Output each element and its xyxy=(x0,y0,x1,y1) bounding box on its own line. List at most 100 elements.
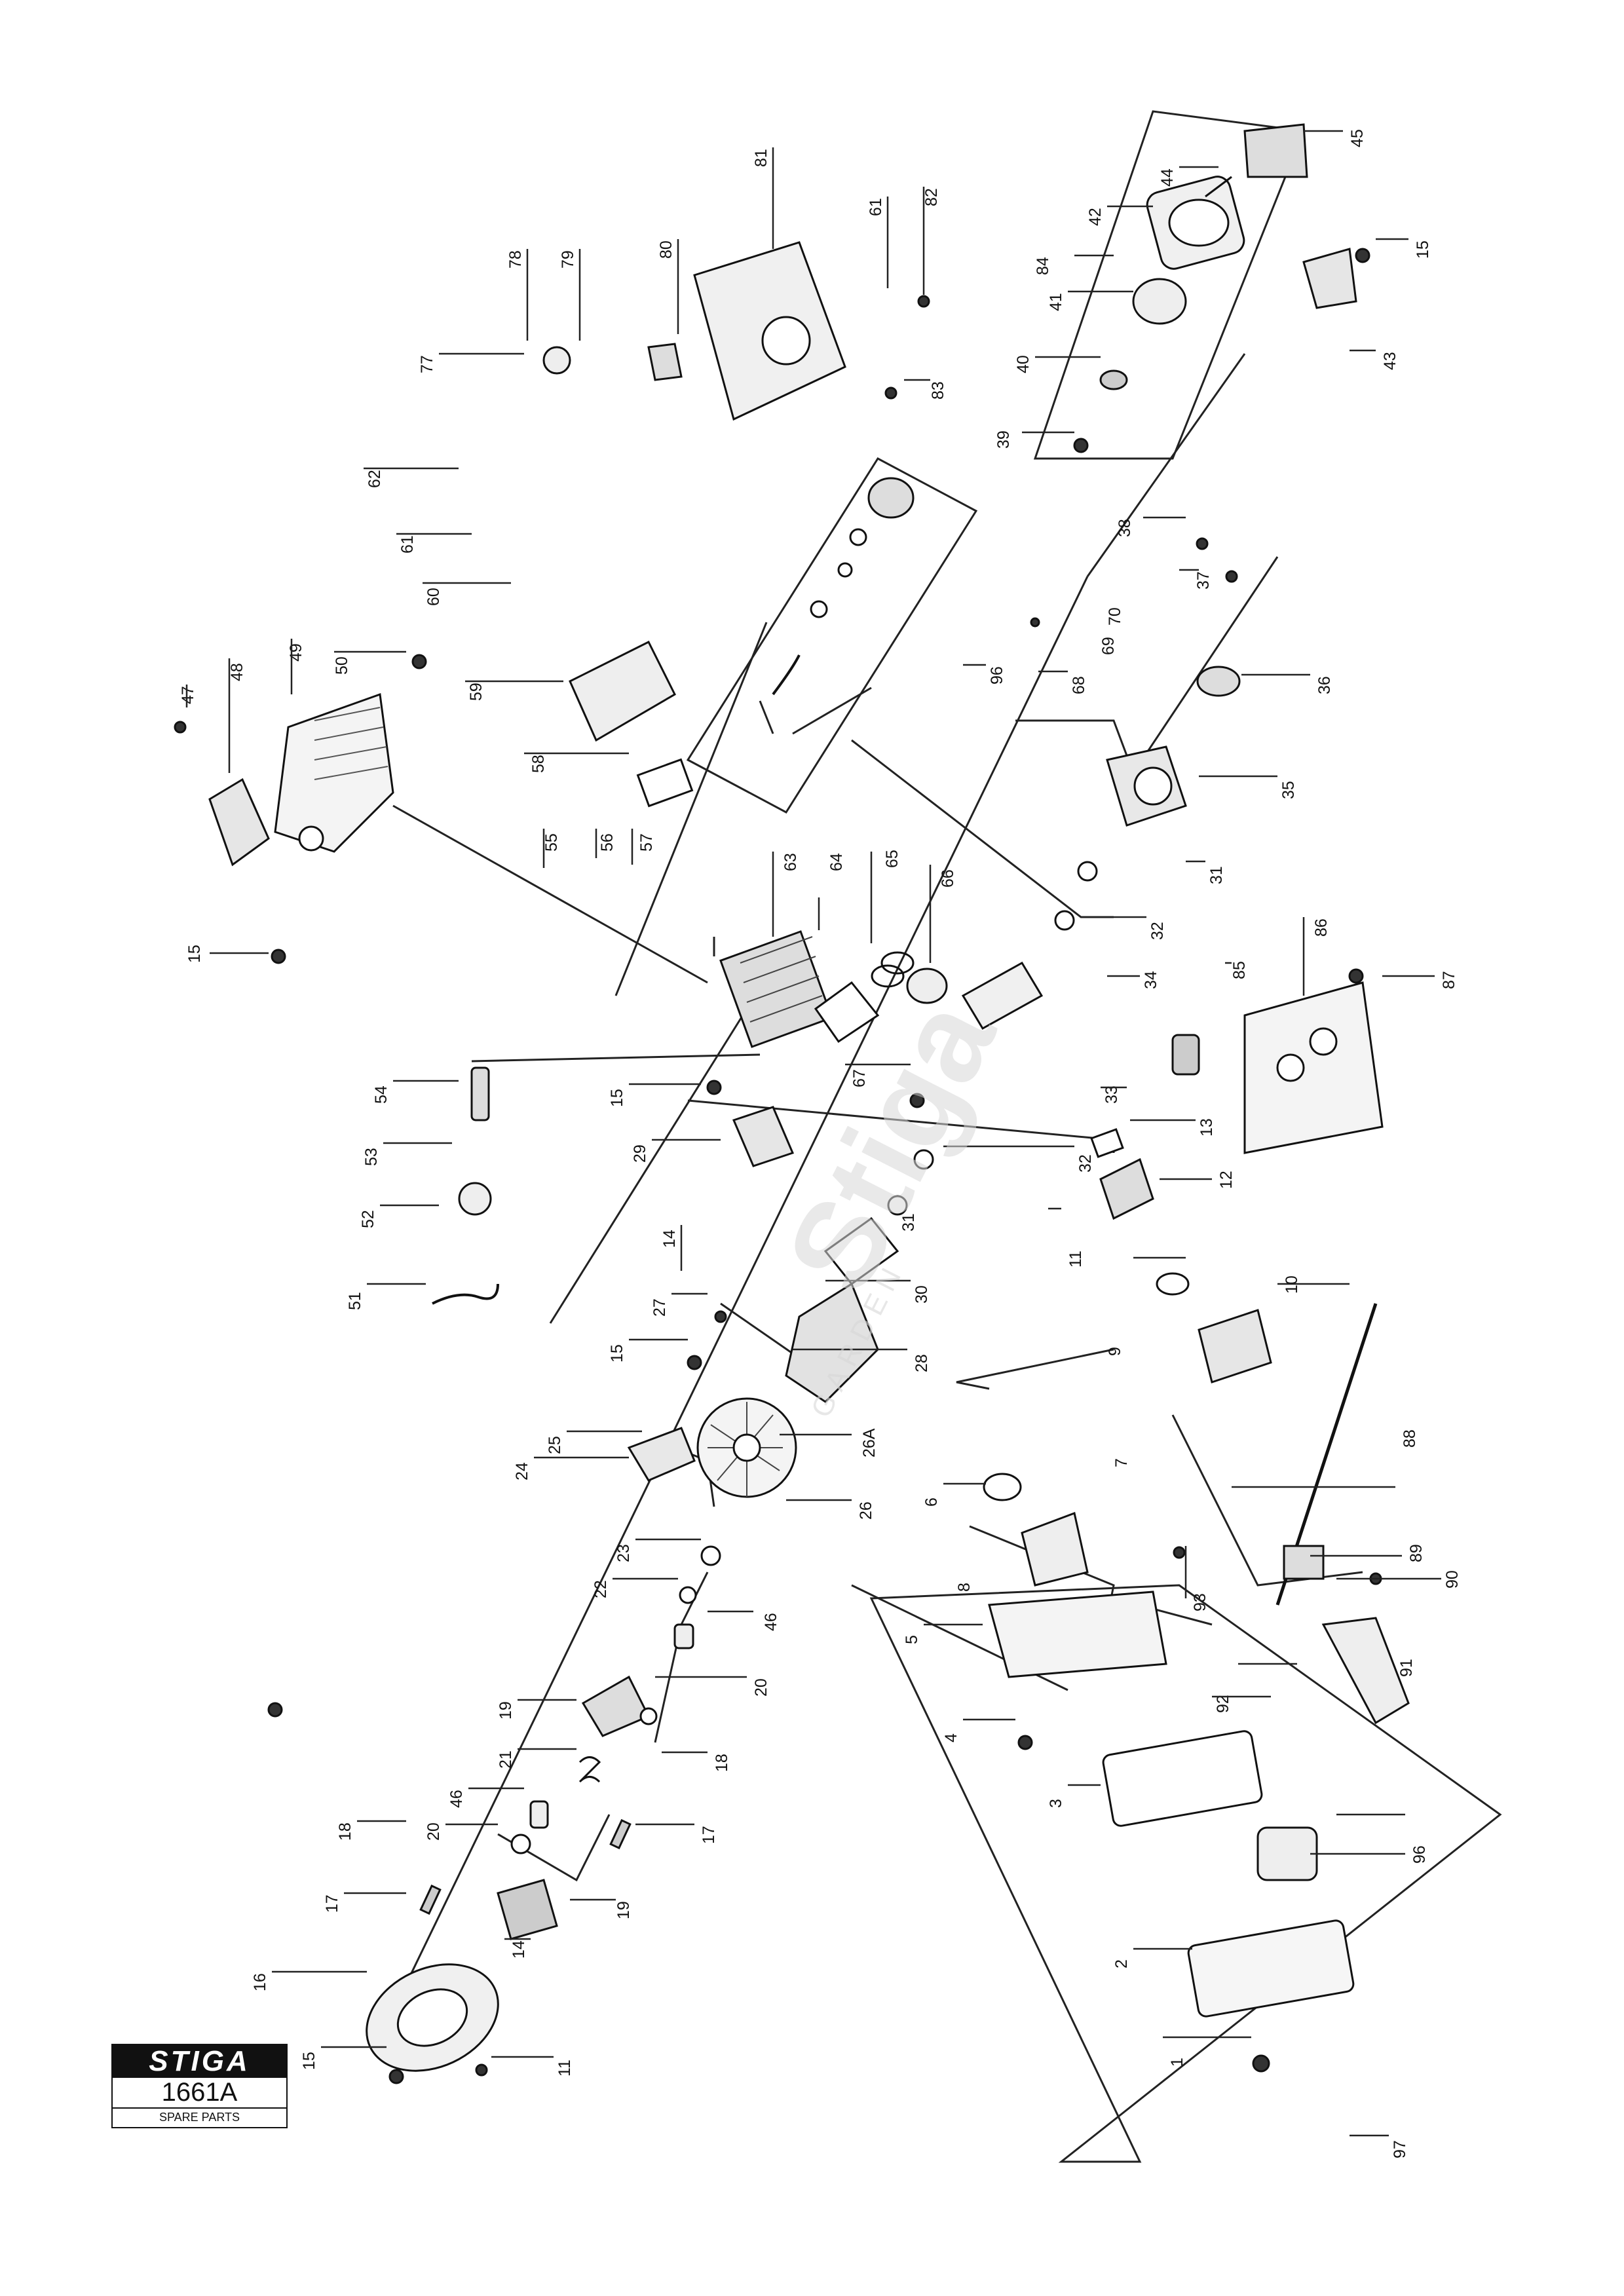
label-33: 33 xyxy=(1103,1085,1121,1104)
part-labels: 1 2 3 4 5 6 7 8 9 10 11 11 12 13 14 14 1… xyxy=(179,129,1462,2158)
filter-plate xyxy=(1102,1730,1263,1827)
label-13: 13 xyxy=(1198,1118,1216,1137)
label-87: 87 xyxy=(1440,971,1458,989)
label-97: 97 xyxy=(1391,2140,1409,2158)
label-92: 92 xyxy=(1214,1695,1232,1713)
label-3: 3 xyxy=(1047,1799,1065,1808)
label-89: 89 xyxy=(1407,1544,1426,1562)
air-filter-element xyxy=(1256,1826,1318,1881)
clutch-shoe xyxy=(581,1675,651,1737)
label-80: 80 xyxy=(657,240,675,259)
label-86: 86 xyxy=(1312,918,1331,937)
label-39: 39 xyxy=(994,430,1013,449)
stiga-logo: STIGA xyxy=(113,2045,286,2078)
crankcase-gasket xyxy=(823,1216,899,1286)
label-81: 81 xyxy=(752,149,770,167)
label-32b: 32 xyxy=(1148,922,1167,940)
label-19a: 19 xyxy=(614,1901,633,1919)
label-63: 63 xyxy=(782,853,800,871)
label-46a: 46 xyxy=(762,1613,780,1631)
label-53: 53 xyxy=(362,1148,381,1166)
label-50: 50 xyxy=(333,656,351,675)
label-7: 7 xyxy=(1112,1458,1131,1467)
label-4: 4 xyxy=(942,1733,960,1742)
label-34: 34 xyxy=(1142,971,1160,989)
label-60: 60 xyxy=(425,588,443,606)
label-54: 54 xyxy=(372,1085,390,1104)
label-85: 85 xyxy=(1230,961,1249,979)
label-49: 49 xyxy=(287,643,305,662)
label-17b: 17 xyxy=(700,1826,718,1844)
carburetor xyxy=(1198,1309,1272,1383)
label-36: 36 xyxy=(1315,676,1334,694)
label-67: 67 xyxy=(850,1069,869,1087)
tank-bracket xyxy=(1021,1511,1089,1587)
label-61b: 61 xyxy=(867,198,885,216)
label-26: 26 xyxy=(857,1501,875,1520)
crankshaft xyxy=(961,961,1044,1030)
label-96a: 96 xyxy=(988,666,1006,685)
label-15b: 15 xyxy=(608,1089,626,1107)
label-1: 1 xyxy=(1168,2058,1186,2067)
label-64: 64 xyxy=(827,853,846,871)
label-65: 65 xyxy=(883,850,901,868)
label-45: 45 xyxy=(1348,129,1367,147)
label-41: 41 xyxy=(1047,293,1065,311)
mount-bracket xyxy=(1243,981,1384,1154)
filter-housing xyxy=(1187,1919,1355,2018)
label-8: 8 xyxy=(955,1583,973,1592)
label-37: 37 xyxy=(1194,571,1213,590)
label-31b: 31 xyxy=(1207,866,1226,884)
label-14a: 14 xyxy=(660,1230,679,1248)
starter-handle xyxy=(1243,123,1308,178)
label-14b: 14 xyxy=(510,1940,528,1959)
label-93: 93 xyxy=(1191,1593,1209,1611)
label-28: 28 xyxy=(913,1354,931,1372)
label-18a: 18 xyxy=(336,1822,354,1841)
label-20a: 20 xyxy=(425,1822,443,1841)
label-15a: 15 xyxy=(185,945,204,963)
cover-cap xyxy=(208,778,270,867)
label-15e: 15 xyxy=(1414,240,1432,259)
label-15c: 15 xyxy=(608,1344,626,1363)
label-56: 56 xyxy=(598,833,616,852)
label-15d: 15 xyxy=(300,2052,318,2070)
label-48: 48 xyxy=(228,663,246,681)
label-68: 68 xyxy=(1070,676,1088,694)
label-46b: 46 xyxy=(447,1790,466,1808)
label-82: 82 xyxy=(922,188,941,206)
label-5: 5 xyxy=(903,1635,921,1644)
label-22: 22 xyxy=(592,1580,610,1598)
label-70: 70 xyxy=(1106,607,1124,626)
label-59: 59 xyxy=(467,683,485,701)
engine-cover xyxy=(274,692,394,853)
label-17a: 17 xyxy=(323,1894,341,1913)
label-83: 83 xyxy=(929,381,947,400)
label-23: 23 xyxy=(614,1544,633,1562)
label-88: 88 xyxy=(1401,1429,1419,1448)
clutch-spring xyxy=(578,1756,601,1783)
label-66: 66 xyxy=(939,869,957,888)
label-78: 78 xyxy=(506,250,525,269)
label-44: 44 xyxy=(1158,168,1177,187)
label-38: 38 xyxy=(1116,519,1134,537)
label-69: 69 xyxy=(1099,637,1118,655)
label-42: 42 xyxy=(1086,208,1105,226)
label-12: 12 xyxy=(1217,1171,1236,1189)
label-29: 29 xyxy=(631,1144,649,1163)
label-11a: 11 xyxy=(1067,1251,1085,1268)
label-20b: 20 xyxy=(752,1678,770,1697)
muffler xyxy=(569,640,676,742)
label-51: 51 xyxy=(346,1292,364,1310)
piston xyxy=(906,968,948,1004)
label-11b: 11 xyxy=(556,2060,574,2077)
label-84: 84 xyxy=(1034,257,1052,275)
label-2: 2 xyxy=(1112,1959,1131,1968)
label-58: 58 xyxy=(529,755,548,773)
label-79: 79 xyxy=(559,250,577,269)
label-35: 35 xyxy=(1279,781,1298,799)
label-40: 40 xyxy=(1014,355,1032,373)
label-16: 16 xyxy=(251,1973,269,1991)
label-77: 77 xyxy=(418,355,436,373)
